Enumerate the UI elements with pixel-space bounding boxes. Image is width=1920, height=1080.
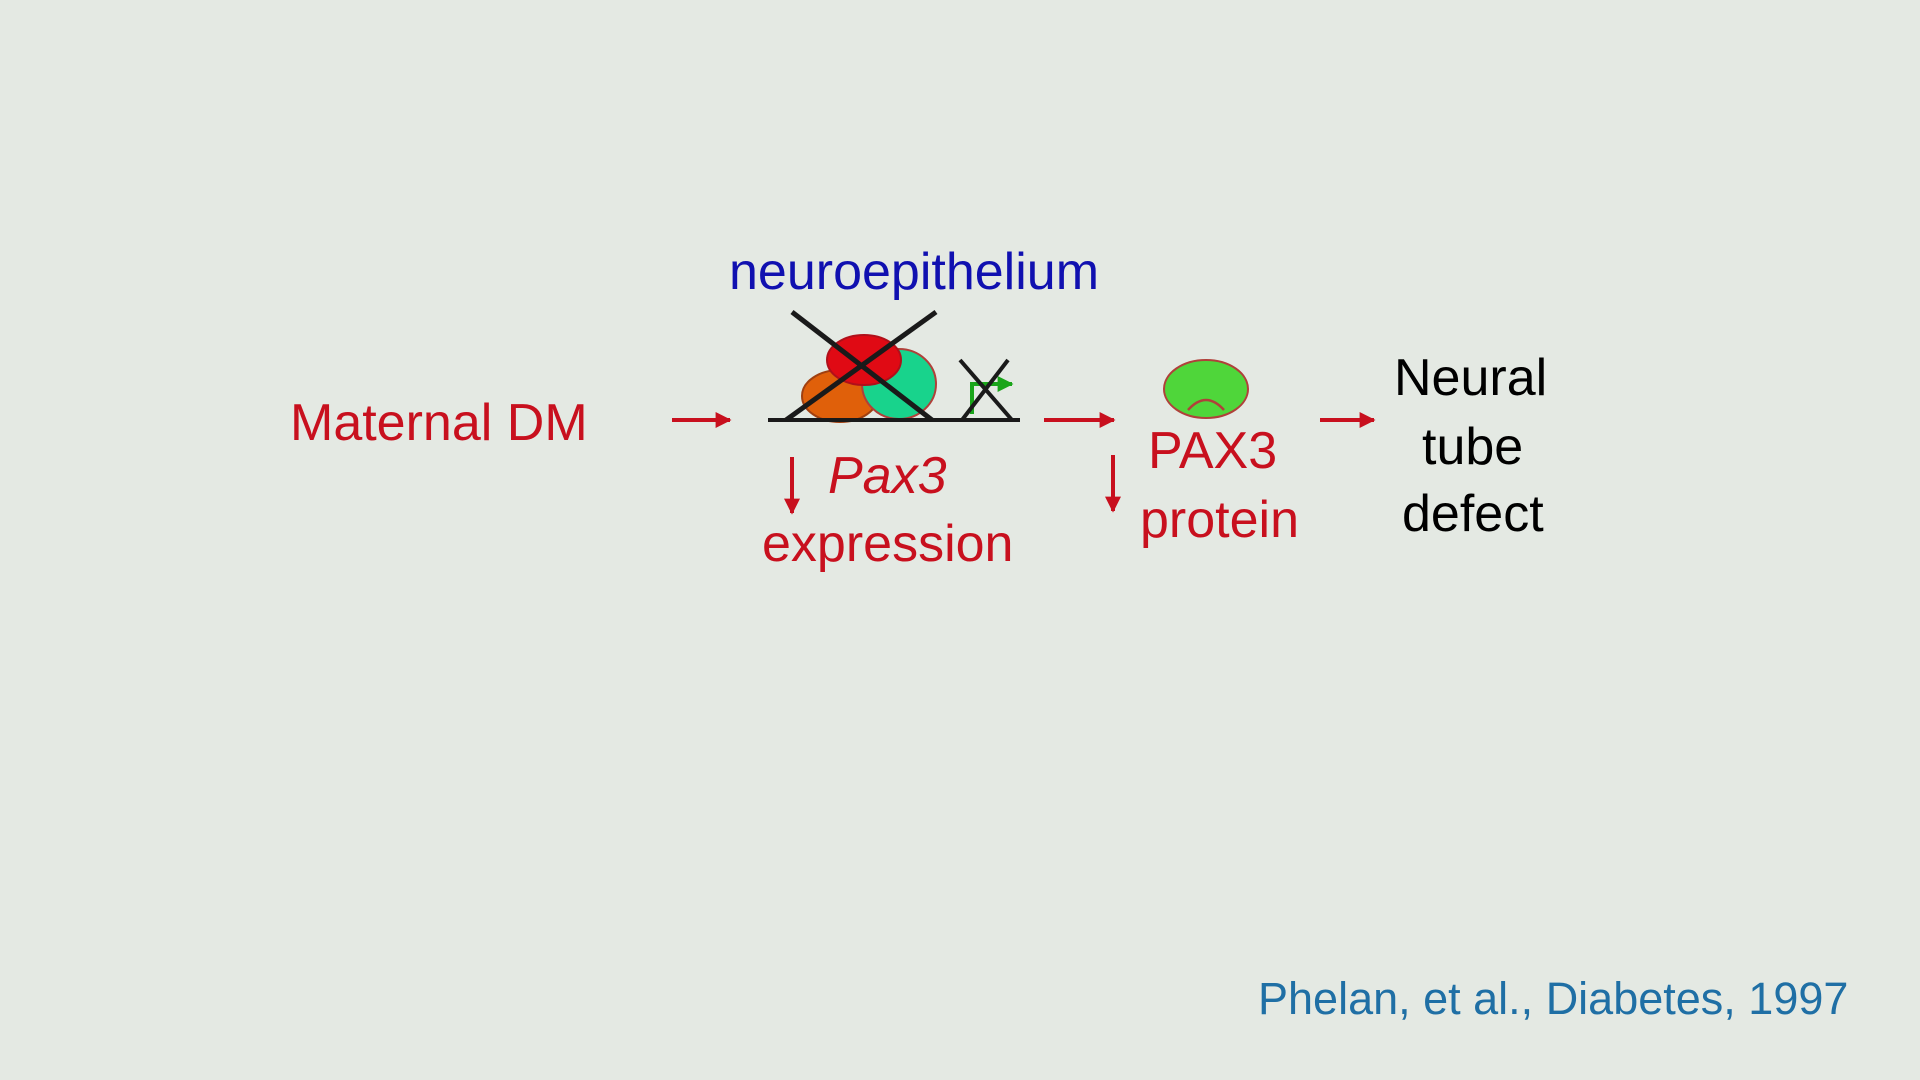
pax3-protein-icon [1163,359,1249,419]
neuroepithelium-label: neuroepithelium [729,243,1100,301]
maternal-dm-label: Maternal DM [290,394,588,452]
cross-out-tss-line-b [960,358,1010,422]
outcome-label-line3: defect [1402,485,1544,543]
outcome-label-line2: tube [1422,418,1524,476]
expression-label: expression [762,515,1014,573]
gene-complex-icon [768,309,1020,423]
pax3-gene-label: Pax3 [828,447,947,505]
citation-text: Phelan, et al., Diabetes, 1997 [1258,973,1849,1024]
cross-out-complex-line-b [784,309,938,423]
protein-label: protein [1140,491,1299,549]
pax3-protein-name-label: PAX3 [1148,422,1278,480]
outcome-label-line1: Neural [1394,349,1548,407]
